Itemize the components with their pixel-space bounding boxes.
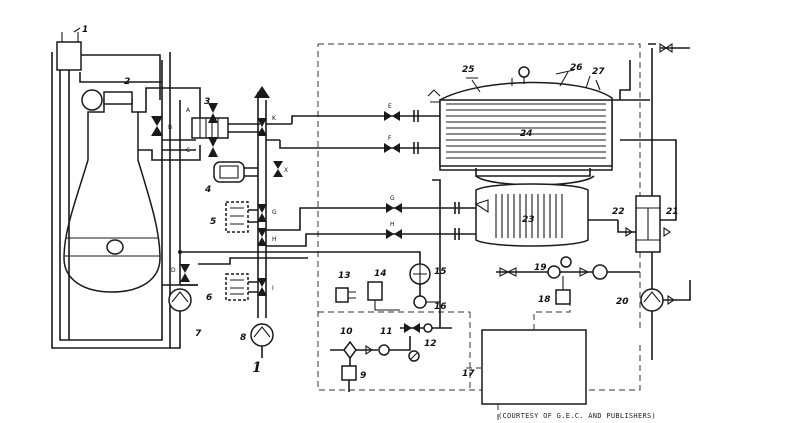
valve-y-label: X	[284, 167, 288, 174]
valve-i-label: I	[272, 285, 274, 292]
valve-c: C	[186, 137, 218, 157]
label-12: 12	[424, 339, 437, 349]
valve-f: F	[384, 135, 400, 153]
valve-d: D	[171, 264, 190, 282]
valve-e: E	[384, 103, 400, 121]
label-23: 23	[522, 215, 535, 225]
label-22: 22	[612, 207, 625, 217]
pressure-gauge-top	[511, 66, 530, 86]
label-8: 8	[240, 333, 246, 343]
label-25: 25	[462, 65, 475, 75]
label-4: 4	[204, 185, 211, 195]
label-11: 11	[380, 327, 393, 337]
component-9: 9	[341, 365, 366, 392]
valve-i: I	[257, 278, 274, 296]
valve-f-label: F	[388, 135, 392, 142]
valve-y: X	[273, 161, 288, 177]
distribution-pipes	[180, 115, 452, 286]
valve-h-column: H	[257, 228, 277, 246]
filter-21-22: 22 21	[612, 139, 679, 253]
component-4: 4	[204, 161, 258, 195]
valve-g-line: G	[386, 195, 402, 213]
valve-b: B	[151, 116, 172, 136]
control-panel-17: 17	[462, 304, 587, 420]
label-9: 9	[360, 371, 366, 381]
gauge-bottom	[408, 350, 420, 362]
label-1: 1	[82, 25, 88, 35]
pump-20: 20	[616, 280, 691, 312]
equipment-enclosure-boundary	[317, 43, 641, 391]
valve-k: K	[257, 115, 277, 136]
label-17: 17	[462, 369, 475, 379]
component-19: 19	[496, 256, 640, 280]
valve-g-label: G	[272, 209, 277, 216]
vessel-2: 2	[51, 52, 171, 349]
instrument-25: 25	[462, 65, 481, 93]
valve-g: G	[257, 204, 277, 222]
valve-k-label: K	[272, 115, 277, 122]
valve-h-line: H	[386, 221, 402, 239]
label-20: 20	[616, 297, 629, 307]
tank-1: 1	[56, 25, 161, 340]
component-14: 14	[367, 269, 400, 311]
label-24: 24	[520, 129, 533, 139]
line-k	[266, 123, 292, 141]
label-19: 19	[534, 263, 547, 273]
exchanger-23: 23	[452, 183, 618, 247]
valve-h-column-label: H	[272, 236, 277, 243]
valve-b-label: B	[168, 124, 172, 131]
label-18: 18	[538, 295, 551, 305]
component-16: 16	[413, 295, 447, 312]
label-13: 13	[338, 271, 351, 281]
valve-h-line-label: H	[390, 221, 395, 228]
component-18: 18	[538, 276, 571, 305]
instrument-27: 27	[585, 67, 605, 91]
valve-c-label: C	[186, 147, 190, 154]
component-5: 5	[210, 201, 258, 233]
exchanger-3: 3	[191, 97, 260, 139]
valve-g-line-label: G	[390, 195, 395, 202]
condenser-24: 24	[420, 81, 613, 186]
label-27: 27	[592, 67, 605, 77]
instrument-26: 26	[555, 63, 583, 87]
valve-e-label: E	[388, 103, 392, 110]
vent-valve	[659, 42, 673, 54]
label-3: 3	[204, 97, 210, 107]
label-6: 6	[206, 293, 212, 303]
relief-valve-left	[427, 89, 441, 103]
pipe-vessel-exchanger	[138, 87, 201, 161]
valve-a-label: A	[186, 107, 191, 114]
label-2: 2	[124, 77, 130, 87]
label-10: 10	[340, 327, 353, 337]
figure-number: 1	[252, 360, 262, 376]
component-10: 10	[330, 327, 378, 366]
component-13: 13	[335, 271, 356, 303]
component-6: 6	[206, 273, 258, 303]
valve-a: A	[186, 103, 218, 123]
label-7: 7	[195, 329, 202, 339]
component-12: 12	[404, 323, 437, 349]
label-5: 5	[210, 217, 216, 227]
label-21: 21	[666, 207, 679, 217]
credit-text: (COURTESY OF G.E.C. AND PUBLISHERS)	[498, 412, 656, 420]
label-14: 14	[374, 269, 387, 279]
label-26: 26	[570, 63, 583, 73]
valve-d-label: D	[171, 267, 176, 274]
component-11: 11	[365, 327, 411, 356]
